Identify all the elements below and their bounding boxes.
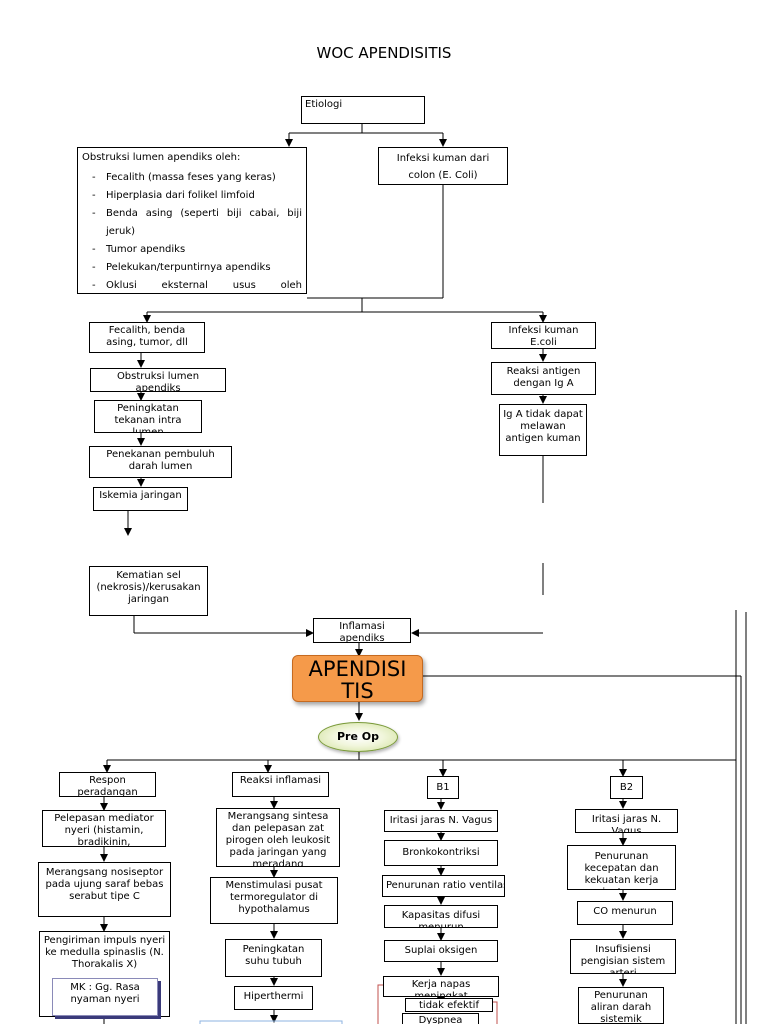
iritasi-vagus-b2-box: Iritasi jaras N. Vagus [575, 809, 678, 833]
box-label: tidak efektif [419, 1000, 479, 1011]
infeksi-colon-label: Infeksi kuman dari colon (E. Coli) [396, 153, 490, 181]
mk-nyeri-box: MK : Gg. Rasa nyaman nyeri [52, 978, 158, 1016]
box-label: Reaksi inflamasi [239, 775, 322, 786]
insufisiensi-box: Insufisiensi pengisian sistem arteri [570, 939, 676, 974]
merangsang-sintesa-box: Merangsang sintesa dan pelepasan zat pir… [216, 808, 340, 867]
box-label: Respon peradangan [77, 775, 138, 797]
box-label: Penekanan pembuluh darah lumen [106, 449, 215, 472]
reaksi-antigen-box: Reaksi antigen dengan Ig A [491, 362, 596, 395]
box-label: Pengiriman impuls nyeri ke medulla spina… [43, 935, 166, 970]
box-label: B1 [436, 782, 450, 793]
box-label: Dyspnea [418, 1015, 463, 1024]
box-label: Insufisiensi pengisian sistem arteri [580, 944, 666, 974]
list-item: Fecalith (massa feses yang keras) [82, 169, 302, 187]
box-label: Obstruksi lumen apendiks [116, 371, 200, 392]
list-item: Benda asing (seperti biji cabai, biji [82, 205, 302, 223]
etiologi-box: Etiologi [301, 96, 425, 124]
penurunan-aliran-box: Penurunan aliran darah sistemik [578, 987, 664, 1024]
peningkatan-suhu-box: Peningkatan suhu tubuh [225, 939, 322, 977]
pre-op-ellipse: Pre Op [318, 722, 398, 752]
box-label: Penurunan ratio ventilasi [386, 880, 505, 891]
dyspnea-box: Dyspnea [402, 1013, 479, 1024]
box-label: Suplai oksigen [404, 945, 478, 956]
box-label: Iritasi jaras N. Vagus [591, 814, 662, 833]
obstruksi-items: Fecalith (massa feses yang keras) Hiperp… [82, 169, 302, 293]
apendisitis-box: APENDISITIS [292, 655, 423, 702]
box-label: Fecalith, benda asing, tumor, dll [106, 325, 188, 348]
box-label: Reaksi antigen dengan Ig A [506, 366, 581, 389]
list-item: Oklusi eksternal usus oleh [82, 277, 302, 293]
b2-box: B2 [610, 776, 643, 799]
box-label: Merangsang nosiseptor pada ujung saraf b… [45, 867, 164, 902]
reaksi-inflamasi-box: Reaksi inflamasi [232, 772, 329, 797]
box-label: Iskemia jaringan [99, 490, 182, 501]
co-menurun-box: CO menurun [577, 901, 673, 925]
box-label: Menstimulasi pusat termoregulator di hyp… [225, 880, 323, 915]
iskemia-box: Iskemia jaringan [93, 487, 188, 511]
page-title: WOC APENDISITIS [316, 44, 452, 62]
box-label: Penurunan aliran darah sistemik [590, 990, 652, 1024]
penurunan-ratio-box: Penurunan ratio ventilasi [382, 875, 505, 897]
fecalith-box: Fecalith, benda asing, tumor, dll [89, 322, 205, 353]
box-label: Kematian sel (nekrosis)/kerusakan jaring… [96, 570, 201, 605]
box-label: Iritasi jaras N. Vagus [389, 815, 493, 826]
suplai-oksigen-box: Suplai oksigen [384, 940, 498, 962]
kapasitas-difusi-box: Kapasitas difusi menurun [384, 905, 498, 928]
box-label: B2 [619, 782, 634, 793]
box-label: Kerja napas meningkat [411, 979, 471, 997]
box-label: Bronkokontriksi [402, 847, 480, 858]
apendisitis-label: APENDISITIS [308, 657, 407, 703]
etiologi-label: Etiologi [305, 99, 343, 110]
box-label: Peningkatan suhu tubuh [242, 944, 305, 967]
hiperthermi-box: Hiperthermi [234, 986, 313, 1010]
box-label: MK : Gg. Rasa nyaman nyeri [70, 982, 140, 1005]
peningkatan-tekanan-box: Peningkatan tekanan intra lumen [94, 400, 202, 433]
bronkokontriksi-box: Bronkokontriksi [384, 840, 498, 866]
inflamasi-box: Inflamasi apendiks [313, 618, 411, 643]
respon-peradangan-box: Respon peradangan [59, 772, 156, 797]
menstimulasi-pusat-box: Menstimulasi pusat termoregulator di hyp… [210, 877, 338, 924]
list-item-continued: jeruk) [106, 226, 136, 237]
list-item: Tumor apendiks [82, 241, 302, 259]
tidak-efektif-box: tidak efektif [405, 998, 493, 1012]
kerja-napas-box: Kerja napas meningkat [383, 976, 499, 997]
box-label: Hiperthermi [243, 991, 304, 1002]
infeksi-ecoli-box: Infeksi kuman E.coli [491, 322, 596, 349]
b1-box: B1 [427, 776, 459, 799]
list-item: Hiperplasia dari folikel limfoid [82, 187, 302, 205]
list-item: Pelekukan/terpuntirnya apendiks [82, 259, 302, 277]
obstruksi-list-box: Obstruksi lumen apendiks oleh: Fecalith … [77, 147, 307, 294]
box-label: CO menurun [593, 906, 657, 917]
pre-op-label: Pre Op [336, 730, 379, 743]
infeksi-colon-box: Infeksi kuman dari colon (E. Coli) [378, 147, 508, 185]
box-label: Pelepasan mediator nyeri (histamin, brad… [54, 813, 154, 847]
obstruksi-lumen-box: Obstruksi lumen apendiks [90, 368, 226, 392]
pelepasan-mediator-box: Pelepasan mediator nyeri (histamin, brad… [42, 810, 166, 847]
box-label: Penurunan kecepatan dan kekuatan kerja j… [584, 851, 659, 889]
box-label: Kapasitas difusi menurun [401, 910, 481, 928]
box-label: Infeksi kuman E.coli [508, 325, 579, 348]
box-label: Ig A tidak dapat melawan antigen kuman [503, 409, 583, 444]
box-label: Inflamasi apendiks [339, 621, 385, 643]
iritasi-vagus-b1-box: Iritasi jaras N. Vagus [384, 810, 498, 832]
penekanan-pembuluh-box: Penekanan pembuluh darah lumen [89, 446, 232, 478]
iga-box: Ig A tidak dapat melawan antigen kuman [499, 404, 587, 456]
obstruksi-header: Obstruksi lumen apendiks oleh: [82, 152, 241, 163]
merangsang-nosiseptor-box: Merangsang nosiseptor pada ujung saraf b… [38, 862, 171, 917]
box-label: Peningkatan tekanan intra lumen [114, 403, 182, 433]
box-label: Merangsang sintesa dan pelepasan zat pir… [225, 811, 331, 867]
penurunan-kecepatan-box: Penurunan kecepatan dan kekuatan kerja j… [567, 845, 676, 890]
kematian-sel-box: Kematian sel (nekrosis)/kerusakan jaring… [89, 566, 208, 616]
